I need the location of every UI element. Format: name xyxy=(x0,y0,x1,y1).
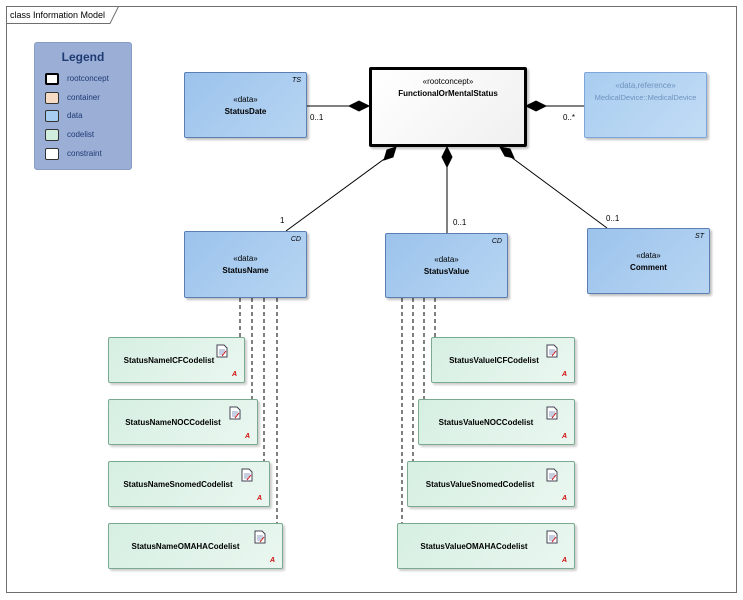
document-icon xyxy=(546,468,558,482)
legend-swatch xyxy=(45,110,59,122)
codelist-name: StatusNameNOCCodelist xyxy=(125,417,221,427)
document-icon xyxy=(216,344,228,358)
class-type-tag: ST xyxy=(695,233,704,240)
document-icon xyxy=(229,406,241,420)
legend-label: codelist xyxy=(67,130,95,139)
document-icon xyxy=(546,406,558,420)
class-comment[interactable]: ST «data» Comment xyxy=(587,228,710,294)
codelist-badge: A xyxy=(561,557,567,564)
class-type-tag: TS xyxy=(292,77,301,84)
codelist-badge: A xyxy=(561,433,567,440)
class-stereotype: «data» xyxy=(233,95,258,104)
composition-diamond xyxy=(383,146,397,161)
codelist-status-name-omaha[interactable]: StatusNameOMAHACodelist A xyxy=(108,523,283,569)
class-stereotype: «data,reference» xyxy=(615,81,676,90)
document-icon xyxy=(254,530,266,544)
legend-title: Legend xyxy=(61,50,105,64)
codelist-name: StatusValueNOCCodelist xyxy=(438,417,534,427)
multiplicity-comment: 0..1 xyxy=(606,214,620,223)
composition-diamond xyxy=(347,100,371,112)
codelist-name: StatusValueICFCodelist xyxy=(449,355,539,365)
class-name: MedicalDevice::MedicalDevice xyxy=(594,93,697,102)
codelist-status-name-snomed[interactable]: StatusNameSnomedCodelist A xyxy=(108,461,270,507)
codelist-name: StatusValueSnomedCodelist xyxy=(425,479,535,489)
codelist-badge: A xyxy=(256,495,262,502)
codelist-name: StatusNameICFCodelist xyxy=(123,355,215,365)
codelist-status-value-snomed[interactable]: StatusValueSnomedCodelist A xyxy=(407,461,575,507)
document-icon xyxy=(241,468,253,482)
composition-diamond xyxy=(441,145,453,169)
composition-diamond xyxy=(524,100,548,112)
legend-label: container xyxy=(67,93,100,102)
legend-label: constraint xyxy=(67,149,102,158)
multiplicity-status-name: 1 xyxy=(280,216,285,225)
class-name: StatusDate xyxy=(224,107,267,116)
codelist-badge: A xyxy=(561,371,567,378)
diagram-title: class Information Model xyxy=(10,10,106,20)
codelist-status-name-icf[interactable]: StatusNameICFCodelist A xyxy=(108,337,245,383)
class-stereotype: «rootconcept» xyxy=(422,77,474,86)
codelist-status-value-noc[interactable]: StatusValueNOCCodelist A xyxy=(418,399,575,445)
class-medical-device[interactable]: «data,reference» MedicalDevice::MedicalD… xyxy=(584,72,707,138)
legend: Legend rootconcept container data codeli… xyxy=(34,42,132,170)
legend-label: data xyxy=(67,111,83,120)
codelist-name: StatusNameSnomedCodelist xyxy=(123,479,233,489)
legend-swatch xyxy=(45,129,59,141)
class-name: FunctionalOrMentalStatus xyxy=(398,89,498,98)
class-status-name[interactable]: CD «data» StatusName xyxy=(184,231,307,298)
class-status-value[interactable]: CD «data» StatusValue xyxy=(385,233,508,298)
codelist-name: StatusValueOMAHACodelist xyxy=(420,541,528,551)
class-name: StatusValue xyxy=(423,267,470,276)
class-name: StatusName xyxy=(222,266,269,275)
codelist-badge: A xyxy=(231,371,237,378)
class-status-date[interactable]: TS «data» StatusDate xyxy=(184,72,307,138)
diagram-frame xyxy=(6,6,737,593)
legend-swatch xyxy=(45,73,59,85)
class-stereotype: «data» xyxy=(636,251,661,260)
multiplicity-status-date: 0..1 xyxy=(310,113,324,122)
multiplicity-status-value: 0..1 xyxy=(453,218,467,227)
codelist-badge: A xyxy=(561,495,567,502)
codelist-status-name-noc[interactable]: StatusNameNOCCodelist A xyxy=(108,399,258,445)
frame-tab xyxy=(6,6,119,24)
class-stereotype: «data» xyxy=(434,255,459,264)
codelist-badge: A xyxy=(244,433,250,440)
legend-label: rootconcept xyxy=(67,74,109,83)
class-name: Comment xyxy=(630,263,667,272)
composition-diamond xyxy=(499,146,515,159)
class-type-tag: CD xyxy=(491,238,502,245)
codelist-status-value-omaha[interactable]: StatusValueOMAHACodelist A xyxy=(397,523,575,569)
class-functional-or-mental-status[interactable]: «rootconcept» FunctionalOrMentalStatus xyxy=(369,67,527,147)
document-icon xyxy=(546,530,558,544)
legend-swatch xyxy=(45,92,59,104)
class-stereotype: «data» xyxy=(233,254,258,263)
codelist-name: StatusNameOMAHACodelist xyxy=(131,541,240,551)
class-type-tag: CD xyxy=(290,236,301,243)
legend-swatch xyxy=(45,148,59,160)
codelist-status-value-icf[interactable]: StatusValueICFCodelist A xyxy=(431,337,575,383)
codelist-badge: A xyxy=(269,557,275,564)
document-icon xyxy=(546,344,558,358)
multiplicity-medical-device: 0..* xyxy=(563,113,576,122)
